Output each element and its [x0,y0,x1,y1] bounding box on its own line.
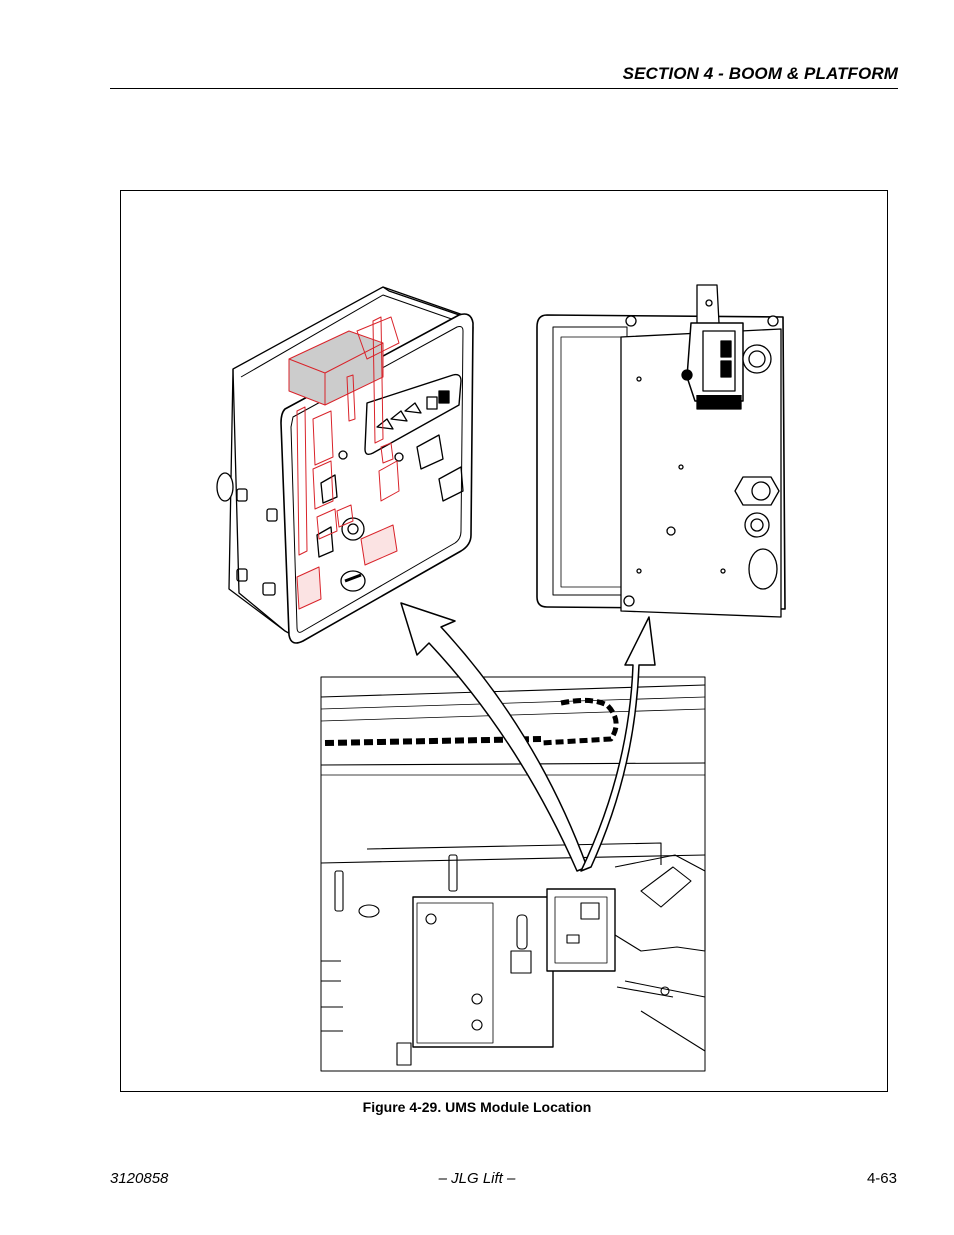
figure-caption: Figure 4-29. UMS Module Location [362,1099,592,1115]
page-number: 4-63 [866,1170,897,1187]
arrow-to-door-panel [580,616,656,872]
installation-view [320,676,706,1072]
ums-module-illustration [216,284,786,1072]
publisher-label: – JLG Lift – [438,1170,516,1187]
arrow-to-control-box [400,602,588,872]
section-title: SECTION 4 - BOOM & PLATFORM [622,64,898,83]
internal-components-highlight [288,316,400,610]
door-panel-assembly [536,284,786,618]
doc-number: 3120858 [110,1170,169,1187]
header-divider [110,88,898,89]
figure-frame [120,190,888,1092]
location-arrows [400,602,656,872]
